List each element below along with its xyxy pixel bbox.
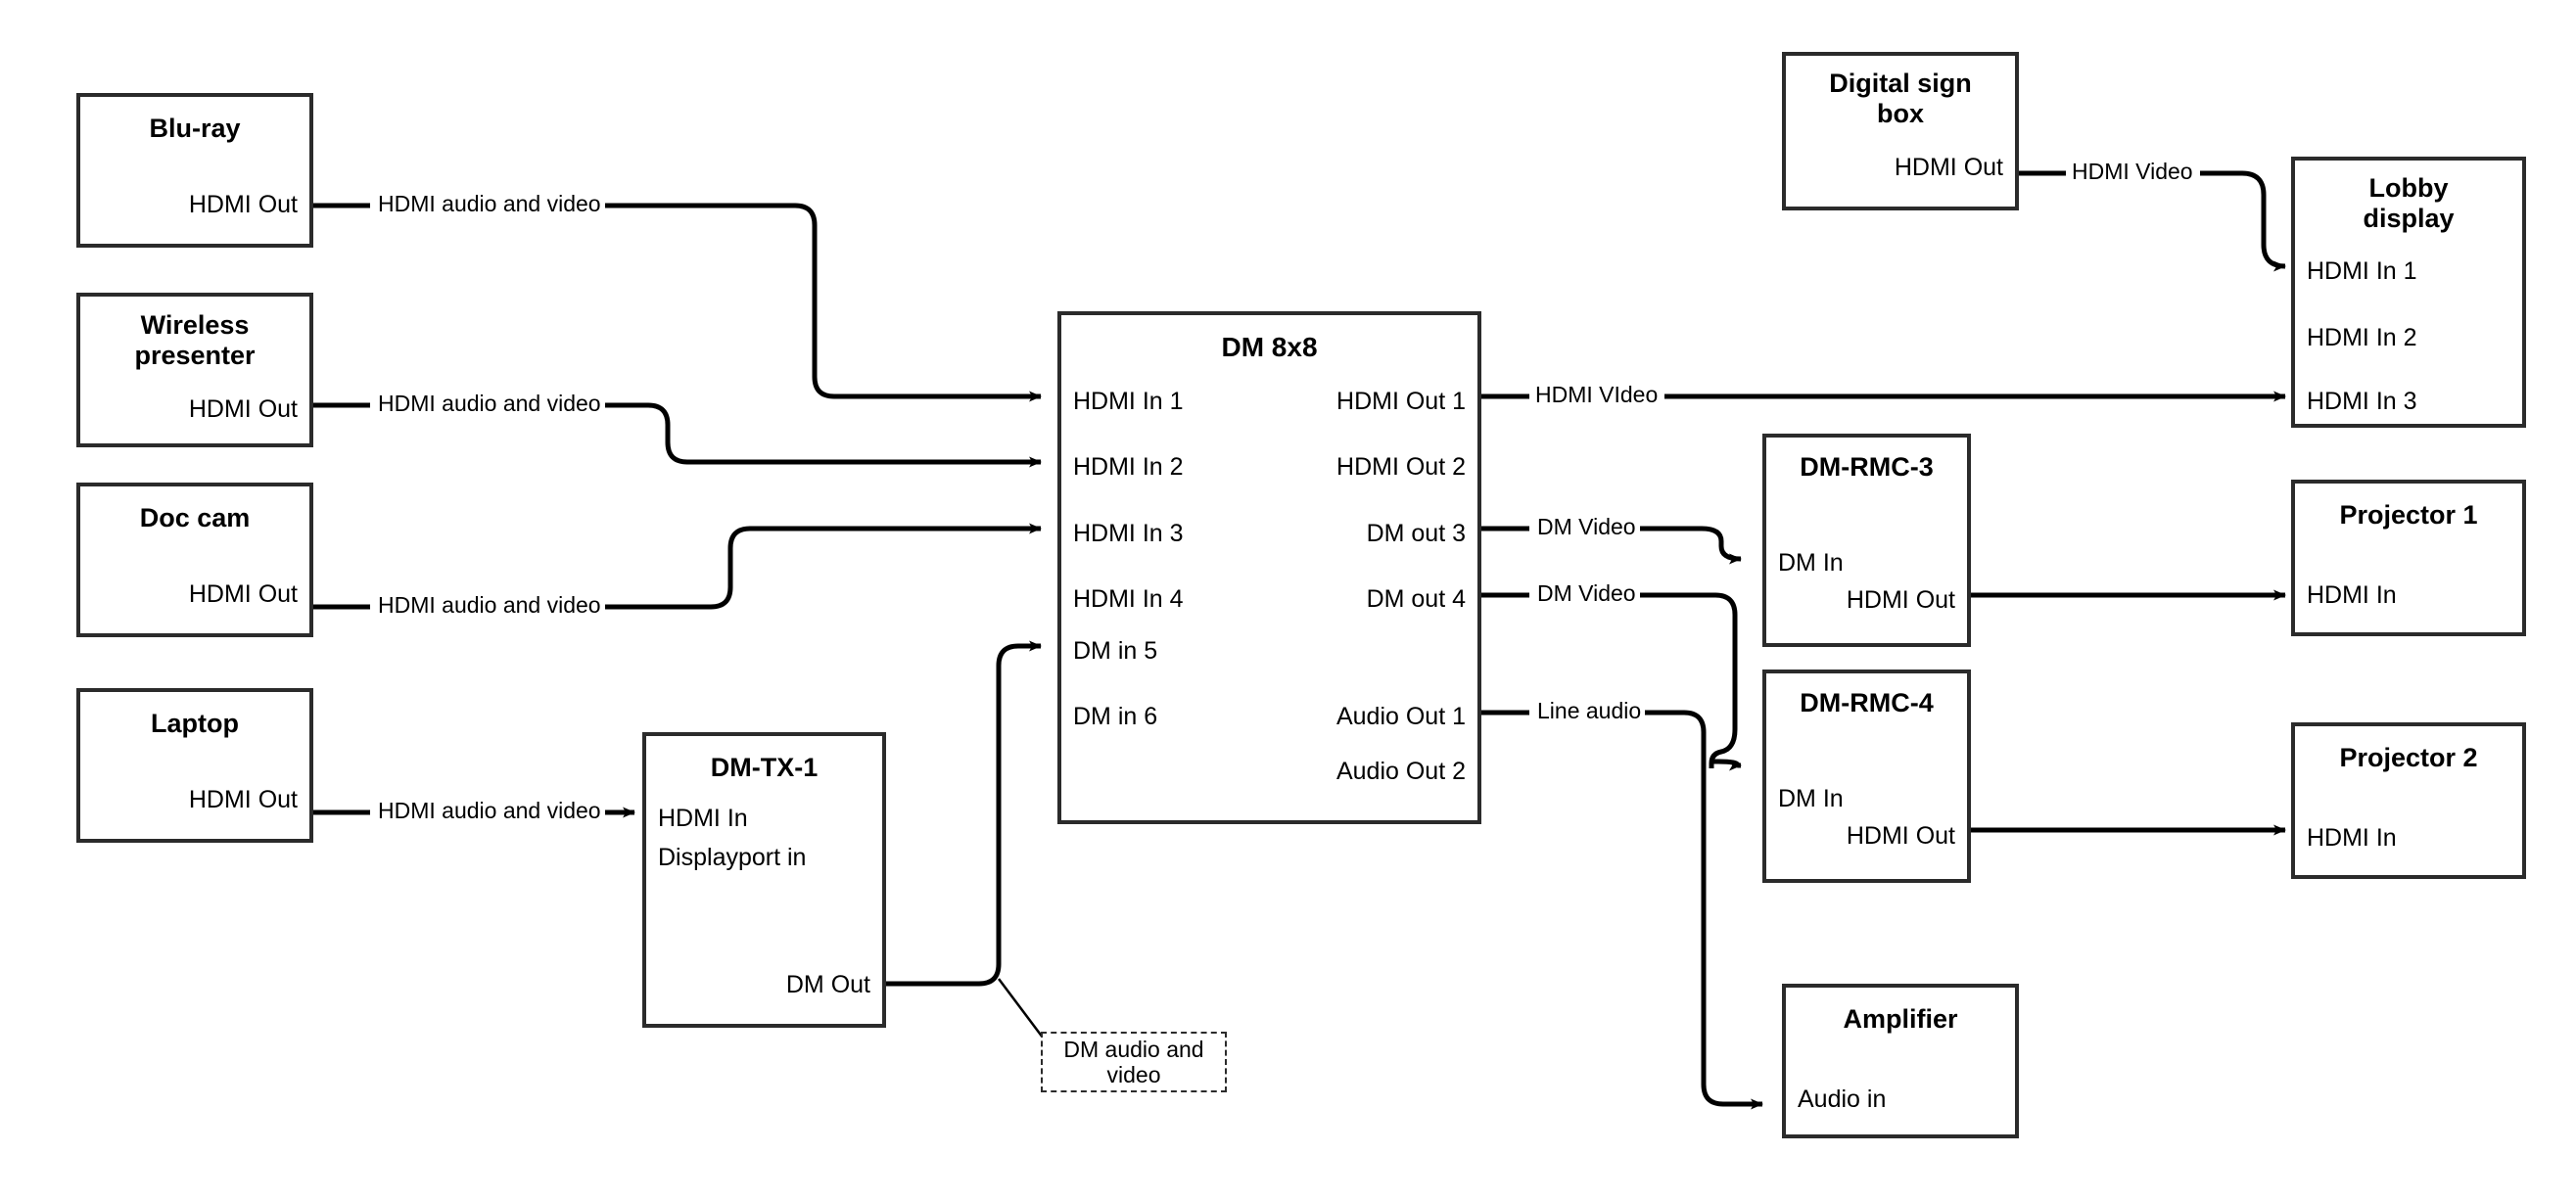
- node-dm-8x8-output-audio-out-2: Audio Out 2: [1335, 758, 1466, 785]
- wire-label-dm-out-3-to-rmc-3: DM Video: [1533, 515, 1640, 538]
- node-laptop-port-hdmi-out: HDMI Out: [188, 786, 298, 813]
- node-amplifier-port-audio-in: Audio in: [1798, 1086, 1887, 1113]
- node-amplifier[interactable]: Amplifier Audio in: [1782, 984, 2019, 1138]
- node-doc-cam[interactable]: Doc cam HDMI Out: [76, 483, 313, 637]
- node-dm-rmc-3-title: DM-RMC-3: [1800, 452, 1934, 482]
- node-bluray-title: Blu-ray: [149, 114, 241, 143]
- node-laptop-title: Laptop: [151, 709, 239, 738]
- node-lobby-display[interactable]: Lobby display HDMI In 1 HDMI In 2 HDMI I…: [2291, 157, 2526, 428]
- node-dm-8x8-input-hdmi-in-4: HDMI In 4: [1073, 585, 1184, 613]
- node-wireless-presenter-title: Wireless presenter: [134, 310, 256, 371]
- node-dm-8x8-title: DM 8x8: [1221, 332, 1318, 362]
- node-projector-2-port-hdmi-in: HDMI In: [2307, 824, 2397, 852]
- node-lobby-display-port-hdmi-in-3: HDMI In 3: [2307, 388, 2417, 415]
- node-dm-8x8-output-dm-out-3: DM out 3: [1366, 520, 1466, 547]
- node-dm-8x8-output-dm-out-4: DM out 4: [1366, 585, 1466, 613]
- node-laptop[interactable]: Laptop HDMI Out: [76, 688, 313, 843]
- node-lobby-display-port-hdmi-in-2: HDMI In 2: [2307, 324, 2417, 351]
- wire-label-laptop-to-dm-tx-1: HDMI audio and video: [374, 799, 605, 822]
- node-projector-2[interactable]: Projector 2 HDMI In: [2291, 722, 2526, 879]
- node-dm-tx-1-port-hdmi-in: HDMI In: [658, 805, 748, 832]
- node-dm-rmc-3-port-hdmi-out: HDMI Out: [1846, 586, 1955, 614]
- node-dm-8x8-input-dm-in-5: DM in 5: [1073, 637, 1158, 665]
- node-dm-8x8-output-hdmi-out-2: HDMI Out 2: [1336, 453, 1466, 481]
- node-bluray-port-hdmi-out: HDMI Out: [188, 191, 298, 218]
- node-dm-rmc-4[interactable]: DM-RMC-4 DM In HDMI Out: [1762, 670, 1971, 883]
- node-dm-rmc-4-port-dm-in: DM In: [1778, 785, 1844, 812]
- wire-label-dm-out-4-to-rmc-4: DM Video: [1533, 581, 1640, 605]
- node-dm-8x8-output-audio-out-1: Audio Out 1: [1335, 703, 1466, 730]
- node-wireless-presenter-port-hdmi-out: HDMI Out: [188, 395, 298, 423]
- node-dm-8x8-input-dm-in-6: DM in 6: [1073, 703, 1158, 730]
- node-bluray[interactable]: Blu-ray HDMI Out: [76, 93, 313, 248]
- node-dm-8x8-input-hdmi-in-1: HDMI In 1: [1073, 388, 1184, 415]
- node-dm-8x8[interactable]: DM 8x8 HDMI In 1 HDMI In 2 HDMI In 3 HDM…: [1057, 311, 1481, 824]
- node-dm-8x8-input-hdmi-in-2: HDMI In 2: [1073, 453, 1184, 481]
- wire-label-doccam-to-hdmi-in-3: HDMI audio and video: [374, 593, 605, 617]
- node-doc-cam-title: Doc cam: [139, 503, 251, 532]
- node-doc-cam-port-hdmi-out: HDMI Out: [188, 580, 298, 608]
- node-dm-rmc-3[interactable]: DM-RMC-3 DM In HDMI Out: [1762, 434, 1971, 647]
- node-projector-1[interactable]: Projector 1 HDMI In: [2291, 480, 2526, 636]
- node-dm-rmc-3-port-dm-in: DM In: [1778, 549, 1844, 577]
- node-dm-tx-1-title: DM-TX-1: [710, 753, 819, 782]
- node-digital-sign-box-title: Digital sign box: [1829, 69, 1972, 129]
- wire-label-hdmi-out-1-to-lobby: HDMI VIdeo: [1531, 383, 1663, 406]
- node-dm-rmc-4-title: DM-RMC-4: [1800, 688, 1934, 717]
- node-projector-1-port-hdmi-in: HDMI In: [2307, 581, 2397, 609]
- node-lobby-display-port-hdmi-in-1: HDMI In 1: [2307, 257, 2417, 285]
- callout-dm-audio-and-video: DM audio and video: [1041, 1032, 1227, 1092]
- node-amplifier-title: Amplifier: [1843, 1004, 1958, 1034]
- node-dm-8x8-input-hdmi-in-3: HDMI In 3: [1073, 520, 1184, 547]
- node-dm-8x8-output-hdmi-out-1: HDMI Out 1: [1336, 388, 1466, 415]
- node-dm-tx-1-port-displayport-in: Displayport in: [658, 844, 807, 871]
- node-digital-sign-box-port-hdmi-out: HDMI Out: [1894, 154, 2003, 181]
- wire-label-bluray-to-hdmi-in-1: HDMI audio and video: [374, 192, 605, 215]
- node-wireless-presenter[interactable]: Wireless presenter HDMI Out: [76, 293, 313, 447]
- node-dm-rmc-4-port-hdmi-out: HDMI Out: [1846, 822, 1955, 850]
- wire-label-sign-to-lobby: HDMI Video: [2068, 160, 2197, 183]
- node-projector-2-title: Projector 2: [2339, 743, 2478, 772]
- node-projector-1-title: Projector 1: [2339, 500, 2478, 530]
- node-dm-tx-1[interactable]: DM-TX-1 HDMI In Displayport in DM Out: [642, 732, 886, 1028]
- node-digital-sign-box[interactable]: Digital sign box HDMI Out: [1782, 52, 2019, 210]
- node-dm-tx-1-port-dm-out: DM Out: [785, 971, 870, 998]
- wire-label-wireless-to-hdmi-in-2: HDMI audio and video: [374, 392, 605, 415]
- wire-label-audio-out-1-to-amplifier: Line audio: [1533, 699, 1646, 722]
- node-lobby-display-title: Lobby display: [2363, 173, 2455, 234]
